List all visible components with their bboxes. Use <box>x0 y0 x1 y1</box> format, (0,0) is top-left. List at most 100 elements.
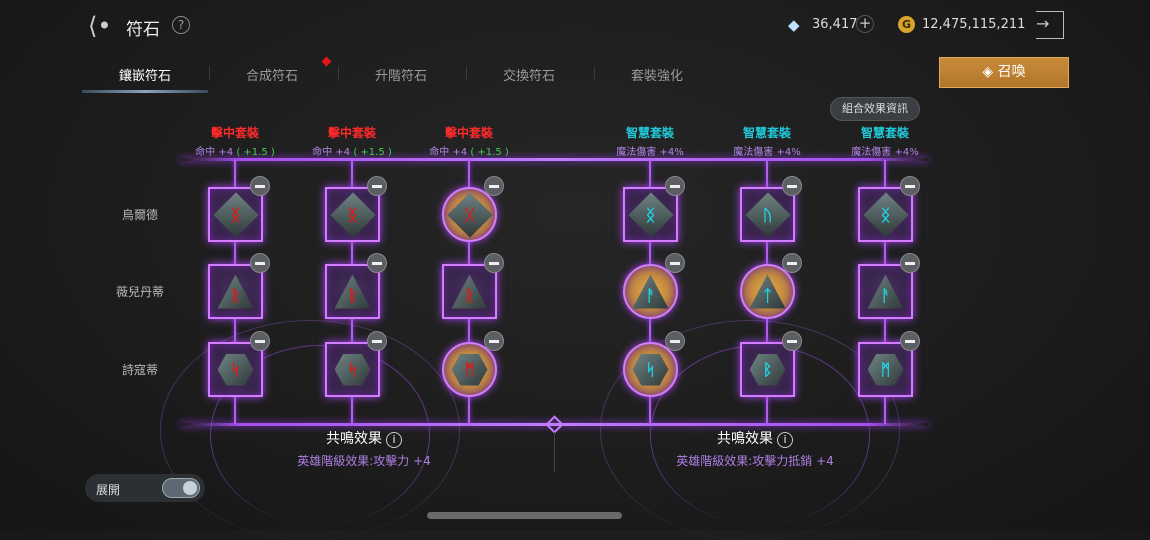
rune-glyph: ᚱ <box>347 286 358 305</box>
rune-stone-icon: ᛝ <box>627 191 674 238</box>
remove-rune-button[interactable] <box>484 331 504 351</box>
rune-slot[interactable]: ᚱ <box>325 264 380 319</box>
bottom-rail <box>180 423 928 426</box>
rune-slot[interactable]: ᛝ <box>623 187 678 242</box>
tab-2[interactable]: 升階符石 <box>374 69 427 84</box>
rune-slot[interactable]: ᚱ <box>208 264 263 319</box>
row-label: 詩寇蒂 <box>121 363 158 377</box>
exit-icon[interactable]: → <box>1036 11 1064 39</box>
remove-rune-button[interactable] <box>782 253 802 273</box>
info-icon[interactable]: i <box>386 432 402 448</box>
set-header: 擊中套裝命中 +4 ( +1.5 ) <box>292 124 412 158</box>
back-arrow-icon[interactable]: ⟨• <box>88 12 112 40</box>
summon-button[interactable]: ◈ 召喚 <box>939 57 1069 88</box>
center-ornament <box>545 415 564 434</box>
tab-separator <box>209 66 210 80</box>
rune-glyph: ᛏ <box>762 286 773 305</box>
rune-stone-icon: ᚱ <box>451 274 488 309</box>
resonance-effect: 英雄階級效果:攻擊力 +4 <box>297 454 431 468</box>
rune-stone-icon: ᛗ <box>451 353 488 386</box>
rune-slot[interactable]: ᛋ <box>623 342 678 397</box>
help-icon[interactable]: ? <box>172 16 190 34</box>
remove-rune-button[interactable] <box>665 176 685 196</box>
tab-4[interactable]: 套裝強化 <box>630 69 683 84</box>
gold-count: 12,475,115,211 <box>922 17 1026 32</box>
tab-1[interactable]: 合成符石 <box>245 69 298 84</box>
rune-slot[interactable]: ᚨ <box>623 264 678 319</box>
set-stat: 命中 +4 <box>312 147 351 158</box>
rune-stone-icon: ᚱ <box>334 274 371 309</box>
rune-slot[interactable]: ᛝ <box>858 187 913 242</box>
rune-stone-icon: ᚨ <box>632 274 669 309</box>
rune-glyph: ᛝ <box>347 204 358 224</box>
rune-glyph: ᚱ <box>230 286 241 305</box>
remove-rune-button[interactable] <box>250 176 270 196</box>
rune-stone-icon: ᛗ <box>867 353 904 386</box>
resonance-title: 共鳴效果 <box>717 431 773 447</box>
decor-arc <box>160 320 460 540</box>
resonance-effect: 英雄階級效果:攻擊力抵銷 +4 <box>676 454 834 468</box>
rune-slot[interactable]: ᛒ <box>740 342 795 397</box>
divider <box>554 432 555 472</box>
set-stat: 魔法傷害 +4% <box>851 147 919 158</box>
rune-stone-icon: ᛏ <box>749 274 786 309</box>
remove-rune-button[interactable] <box>484 253 504 273</box>
rune-slot[interactable]: ᛗ <box>858 342 913 397</box>
remove-rune-button[interactable] <box>250 253 270 273</box>
rune-glyph: ᛝ <box>880 204 891 224</box>
set-name: 智慧套裝 <box>860 126 909 140</box>
rune-slot[interactable]: ᛝ <box>325 187 380 242</box>
remove-rune-button[interactable] <box>782 331 802 351</box>
rune-slot[interactable]: ᛗ <box>442 342 497 397</box>
rune-glyph: ᚨ <box>880 286 891 305</box>
rune-slot[interactable]: ᛋ <box>325 342 380 397</box>
set-name: 智慧套裝 <box>742 126 791 140</box>
gold-coin-icon: G <box>898 16 915 33</box>
remove-rune-button[interactable] <box>250 331 270 351</box>
rune-slot[interactable]: ᛏ <box>740 264 795 319</box>
page-title: 符石 <box>126 20 160 40</box>
rune-glyph: ᚢ <box>762 204 773 224</box>
combo-info-button[interactable]: 組合效果資訊 <box>830 97 920 121</box>
remove-rune-button[interactable] <box>900 331 920 351</box>
rune-slot[interactable]: ᛋ <box>208 342 263 397</box>
rune-stone-icon: ᚨ <box>867 274 904 309</box>
remove-rune-button[interactable] <box>367 253 387 273</box>
set-stat: 命中 +4 <box>195 147 234 158</box>
tab-0[interactable]: 鑲嵌符石 <box>118 69 171 84</box>
remove-rune-button[interactable] <box>665 253 685 273</box>
decor-arc <box>210 345 430 525</box>
summon-icon: ◈ <box>982 64 998 80</box>
rune-stone-icon: ᛒ <box>749 353 786 386</box>
rune-glyph: ᛗ <box>880 360 891 379</box>
active-tab-indicator <box>82 90 208 93</box>
rune-slot[interactable]: ᚨ <box>858 264 913 319</box>
set-stat: 命中 +4 <box>429 147 468 158</box>
rune-slot[interactable]: ᚱ <box>442 264 497 319</box>
rune-glyph: ᛋ <box>230 360 241 379</box>
rune-slot[interactable]: ᛝ <box>208 187 263 242</box>
expand-label: 展開 <box>96 483 121 497</box>
expand-toggle[interactable] <box>162 478 200 498</box>
set-header: 擊中套裝命中 +4 ( +1.5 ) <box>409 124 529 158</box>
remove-rune-button[interactable] <box>665 331 685 351</box>
resonance-title: 共鳴效果 <box>326 431 382 447</box>
diamond-count: 36,417 <box>812 17 858 32</box>
tab-separator <box>466 66 467 80</box>
info-icon[interactable]: i <box>777 432 793 448</box>
set-bonus: ( +1.5 ) <box>470 147 509 158</box>
rune-glyph: ᚷ <box>464 204 475 224</box>
remove-rune-button[interactable] <box>367 331 387 351</box>
tab-3[interactable]: 交換符石 <box>502 69 555 84</box>
remove-rune-button[interactable] <box>900 176 920 196</box>
set-header: 智慧套裝魔法傷害 +4% <box>707 124 827 158</box>
rune-slot[interactable]: ᚷ <box>442 187 497 242</box>
remove-rune-button[interactable] <box>484 176 504 196</box>
remove-rune-button[interactable] <box>782 176 802 196</box>
summon-label: 召喚 <box>997 64 1026 80</box>
remove-rune-button[interactable] <box>367 176 387 196</box>
home-indicator[interactable] <box>427 512 622 519</box>
rune-slot[interactable]: ᚢ <box>740 187 795 242</box>
add-diamond-button[interactable]: + <box>856 15 874 33</box>
remove-rune-button[interactable] <box>900 253 920 273</box>
